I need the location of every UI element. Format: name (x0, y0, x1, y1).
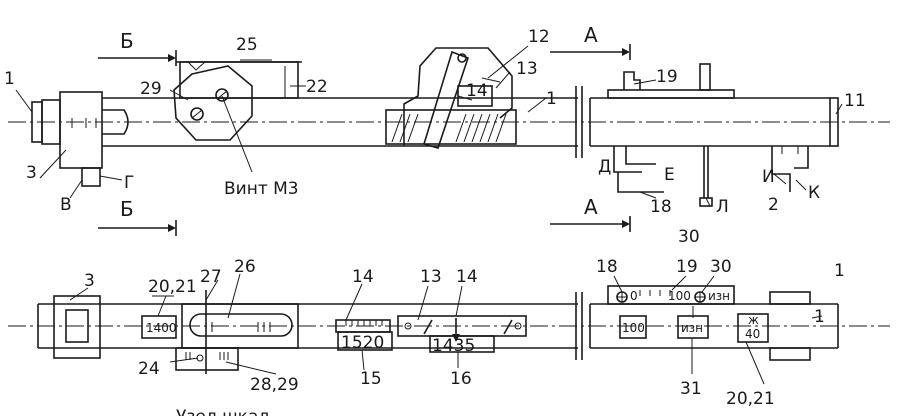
label-B-bottom: Б (120, 197, 134, 221)
break-lines-top (575, 86, 583, 158)
label-G: Г (124, 173, 134, 193)
label-27: 27 (200, 267, 222, 287)
label-26: 26 (234, 257, 256, 277)
label-15: 15 (360, 369, 382, 389)
label-12: 12 (528, 27, 550, 47)
svg-text:100: 100 (668, 289, 691, 303)
label-3-a: 3 (26, 163, 37, 183)
slotted-plate-26 (175, 290, 299, 374)
main-bar-top-right (589, 89, 839, 147)
disk-29 (173, 65, 253, 141)
label-1-a: 1 (4, 69, 15, 89)
label-18-a: 18 (650, 197, 672, 217)
label-11: 11 (844, 91, 866, 111)
label-13-b: 13 (420, 267, 442, 287)
label-13-a: 13 (516, 59, 538, 79)
svg-text:1435: 1435 (432, 336, 475, 356)
label-14-c: 14 (456, 267, 478, 287)
label-1-b: 1 (546, 89, 557, 109)
label-30-b: 30 (710, 257, 732, 277)
label-2: 2 (768, 195, 779, 215)
scale-1400: 1400 (141, 315, 177, 339)
bracket-I-K (771, 146, 809, 192)
svg-text:100: 100 (622, 321, 645, 335)
label-screw: Винт М3 (224, 179, 299, 199)
label-K: К (808, 183, 820, 203)
svg-text:1520: 1520 (341, 333, 384, 353)
rod-30 (699, 146, 713, 207)
brackets-D-E (613, 146, 664, 193)
bracket-19 (623, 63, 711, 91)
label-31: 31 (680, 379, 702, 399)
scale-19-upper: 0 100 изн (607, 285, 735, 305)
section-arrows-top (98, 44, 631, 236)
label-16: 16 (450, 369, 472, 389)
box-100: 100 (619, 315, 647, 339)
label-3-b: 3 (84, 271, 95, 291)
main-bar-bottom-left (37, 303, 578, 349)
label-25: 25 (236, 35, 258, 55)
label-A-bottom: А (584, 195, 598, 219)
box-zh-40: ж 40 (737, 313, 769, 343)
label-E: Е (664, 165, 675, 185)
block-25 (176, 61, 302, 99)
label-20-21-a: 20,21 (148, 277, 197, 297)
label-B-top: Б (120, 29, 134, 53)
clamp-3-bottom (53, 295, 101, 359)
scale-1520: 1520 (335, 319, 393, 353)
label-1-d: 1 (814, 307, 825, 327)
label-14-a: 14 (466, 81, 488, 101)
label-14-b: 14 (352, 267, 374, 287)
label-29: 29 (140, 79, 162, 99)
leaders-bottom (69, 273, 823, 385)
label-30-a: 30 (678, 227, 700, 247)
label-L: Л (716, 197, 729, 217)
label-20-21-b: 20,21 (726, 389, 775, 409)
svg-text:1400: 1400 (146, 321, 177, 335)
caption: Узел шкал (176, 407, 269, 416)
break-lines-bottom (575, 292, 583, 360)
svg-text:изн: изн (708, 289, 730, 303)
label-I: И (762, 167, 775, 187)
label-28-29: 28,29 (250, 375, 299, 395)
svg-text:изн: изн (681, 321, 703, 335)
box-izn: изн (677, 306, 709, 339)
label-1-c: 1 (834, 261, 845, 281)
label-A-top: А (584, 23, 598, 47)
leaders-top (15, 45, 843, 207)
label-19-b: 19 (676, 257, 698, 277)
svg-text:ж: ж (748, 313, 759, 327)
mechanism-12-13 (385, 47, 517, 149)
label-18-b: 18 (596, 257, 618, 277)
slider-13-14: 1435 (397, 315, 527, 356)
label-V: В (60, 195, 72, 215)
label-24: 24 (138, 359, 160, 379)
label-22: 22 (306, 77, 328, 97)
label-19-a: 19 (656, 67, 678, 87)
label-D: Д (598, 157, 611, 177)
svg-text:0: 0 (630, 289, 638, 303)
svg-text:40: 40 (745, 327, 760, 341)
clamp-3 (59, 91, 129, 187)
